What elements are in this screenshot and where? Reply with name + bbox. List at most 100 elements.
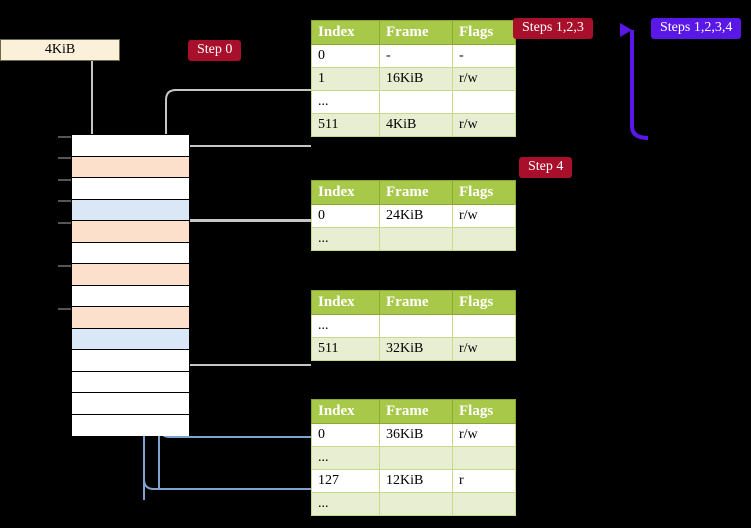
grid-tick [58, 308, 72, 310]
cell-frame: 16KiB [379, 67, 453, 91]
badge-steps-1-2-3: Steps 1,2,3 [513, 18, 593, 39]
cell-flags: r/w [452, 67, 516, 91]
badge-step-4: Step 4 [519, 157, 573, 178]
memory-frame-row [72, 328, 189, 350]
cell-flags [452, 90, 516, 114]
grid-tick [58, 200, 72, 202]
memory-frame-row [72, 264, 189, 286]
table-row: ... [311, 492, 516, 516]
cell-index: 1 [311, 67, 380, 91]
cell-flags [452, 227, 516, 251]
column-header-index: Index [311, 180, 380, 205]
cell-index: ... [311, 227, 380, 251]
cell-frame: 32KiB [379, 337, 453, 361]
table-row: ... [311, 314, 516, 338]
column-header-flags: Flags [452, 399, 516, 424]
memory-frame-row [72, 393, 189, 415]
cell-flags: r/w [452, 423, 516, 447]
physical-memory-grid [71, 134, 190, 436]
grid-tick [58, 136, 72, 138]
cell-frame: 12KiB [379, 469, 453, 493]
table-row: ... [311, 227, 516, 251]
table-header-row: Index Frame Flags [311, 399, 516, 424]
memory-frame-row [72, 199, 189, 221]
cell-index: ... [311, 492, 380, 516]
badge-steps-1-2-3-4: Steps 1,2,3,4 [651, 18, 742, 39]
grid-tick [58, 157, 72, 159]
table-row: ... [311, 90, 516, 114]
cell-index: ... [311, 314, 380, 338]
cell-flags: r/w [452, 113, 516, 137]
memory-frame-row [72, 285, 189, 307]
cell-frame [379, 492, 453, 516]
memory-frame-row [72, 350, 189, 372]
grid-tick [58, 222, 72, 224]
frame-size-box: 4KiB [0, 39, 120, 61]
cell-frame [379, 227, 453, 251]
cell-flags [452, 314, 516, 338]
column-header-frame: Frame [379, 399, 453, 424]
table-row: 0-- [311, 44, 516, 68]
memory-frame-row [72, 414, 189, 436]
grid-tick [58, 265, 72, 267]
column-header-flags: Flags [452, 180, 516, 205]
column-header-frame: Frame [379, 180, 453, 205]
column-header-index: Index [311, 290, 380, 315]
cell-index: 511 [311, 337, 380, 361]
cell-index: 511 [311, 113, 380, 137]
cell-flags: - [452, 44, 516, 68]
column-header-frame: Frame [379, 290, 453, 315]
memory-frame-row [72, 156, 189, 178]
column-header-flags: Flags [452, 290, 516, 315]
frame-size-label: 4KiB [44, 42, 76, 57]
column-header-frame: Frame [379, 20, 453, 45]
table-header-row: Index Frame Flags [311, 180, 516, 205]
badge-step-0: Step 0 [188, 40, 242, 61]
cell-frame: 36KiB [379, 423, 453, 447]
cell-index: 0 [311, 423, 380, 447]
column-header-index: Index [311, 399, 380, 424]
cell-flags: r [452, 469, 516, 493]
cell-frame: 4KiB [379, 113, 453, 137]
memory-frame-row [72, 242, 189, 264]
cell-frame: - [379, 44, 453, 68]
cell-index: 127 [311, 469, 380, 493]
table-row: ... [311, 446, 516, 470]
cell-frame [379, 90, 453, 114]
cell-index: 0 [311, 44, 380, 68]
column-header-index: Index [311, 20, 380, 45]
cell-index: ... [311, 446, 380, 470]
memory-frame-row [72, 307, 189, 329]
column-header-flags: Flags [452, 20, 516, 45]
cell-index: 0 [311, 204, 380, 228]
table-header-row: Index Frame Flags [311, 20, 516, 45]
cell-flags [452, 446, 516, 470]
cell-frame [379, 446, 453, 470]
table-header-row: Index Frame Flags [311, 290, 516, 315]
memory-frame-row [72, 371, 189, 393]
cell-index: ... [311, 90, 380, 114]
cell-frame [379, 314, 453, 338]
cell-flags: r/w [452, 337, 516, 361]
memory-frame-row [72, 135, 189, 157]
memory-frame-row [72, 221, 189, 243]
cell-frame: 24KiB [379, 204, 453, 228]
memory-frame-row [72, 178, 189, 200]
cell-flags [452, 492, 516, 516]
cell-flags: r/w [452, 204, 516, 228]
grid-tick [58, 179, 72, 181]
